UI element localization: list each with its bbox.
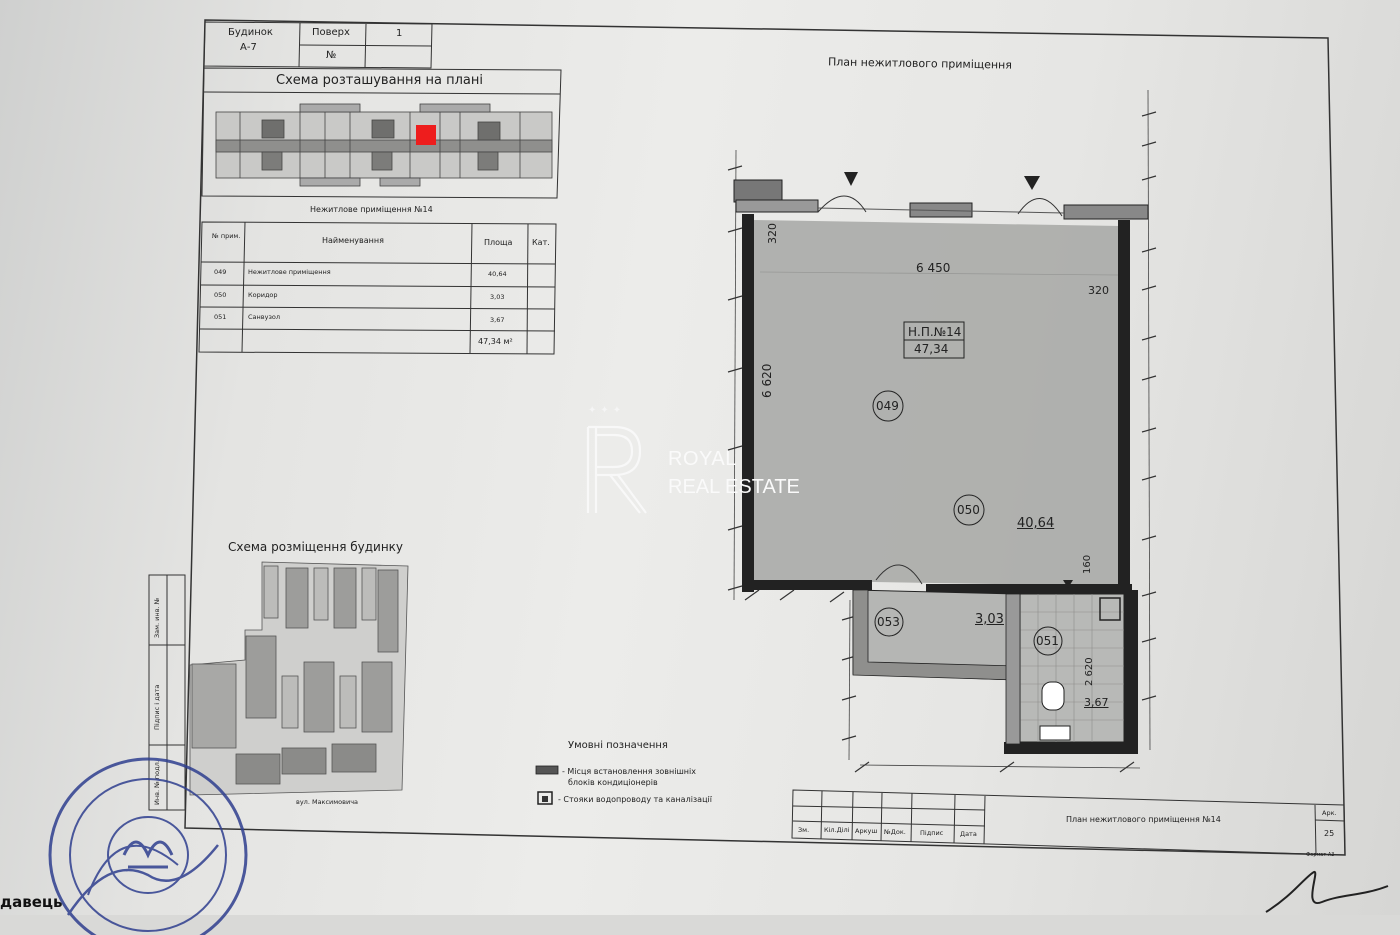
legend-item-1b: блоків кондиціонерів	[568, 778, 658, 787]
entry-marker-2	[1024, 176, 1040, 190]
legend-item-2: - Стояки водопроводу та каналізації	[558, 795, 712, 804]
dim-320-right: 320	[1088, 284, 1109, 297]
building-scheme-title: Схема розміщення будинку	[228, 540, 404, 554]
room-053-label: 053	[877, 615, 900, 629]
watermark-sub: REAL ESTATE	[668, 476, 800, 498]
room-label-circle-049	[872, 390, 904, 422]
royal-real-estate-watermark: ✦✦✦ ROYAL REAL ESTATE	[580, 405, 840, 515]
title-block-col: Підпис	[920, 829, 944, 837]
building-label: Будинок	[228, 27, 273, 38]
table-row-area: 3,67	[490, 316, 505, 324]
table-row-area: 40,64	[488, 270, 507, 278]
room-label-circle-053	[874, 607, 904, 637]
room-label-circle-050	[953, 494, 985, 526]
room-label-circle-051	[1033, 626, 1063, 656]
dim-2620: 2 620	[1084, 657, 1095, 686]
table-row-area: 3,03	[490, 293, 505, 301]
table-header-name: Найменування	[322, 236, 384, 245]
title-block-col: Кіл.Ділі	[824, 826, 850, 834]
room-051-label: 051	[1036, 634, 1059, 648]
title-block-col: Дата	[960, 830, 977, 838]
sink	[1039, 725, 1071, 741]
table-row-name: Нежитлове приміщення	[248, 268, 331, 276]
table-header-cat: Кат.	[532, 238, 550, 247]
dim-160: 160	[1082, 554, 1093, 574]
dim-height: 6 620	[760, 363, 774, 398]
table-row-name: Санвузол	[248, 313, 281, 321]
bath-tiles	[1020, 594, 1124, 742]
entry-marker-1	[844, 172, 858, 186]
floor-plan-drawing	[148, 19, 1346, 856]
room-051-area	[1019, 593, 1125, 743]
bath-door-arc	[875, 564, 923, 585]
table-header-area: Площа	[484, 238, 513, 247]
legend-ac-swatch	[535, 765, 559, 775]
room-049-fill	[752, 220, 1120, 586]
title-block-col: Аркуш	[855, 827, 878, 835]
number-label: №	[326, 50, 337, 61]
street-label: вул. Максимовича	[296, 798, 359, 806]
area-corridor: 3,03	[975, 612, 1004, 627]
bath-partition	[1005, 593, 1021, 745]
legend-item-1a: - Місця встановлення зовнішніх	[562, 767, 696, 776]
location-marker	[416, 125, 436, 145]
mini-building-plan	[215, 103, 553, 187]
title-block-col: №Док.	[884, 828, 906, 836]
top-facade	[733, 179, 1149, 220]
table-total: 47,34 м²	[478, 337, 513, 346]
floor-value: 1	[396, 28, 403, 39]
title-block-name: План нежитлового приміщення №14	[1066, 815, 1221, 824]
table-header-no: № прим.	[212, 232, 241, 240]
legend-riser-swatch	[537, 791, 553, 805]
company-seal-stamp	[48, 757, 248, 935]
title-block-sheet-no: 25	[1324, 829, 1335, 838]
table-row-name: Коридор	[248, 291, 278, 299]
watermark-stars: ✦✦✦	[588, 405, 626, 416]
dim-320-top: 320	[766, 223, 779, 244]
toilet	[1041, 681, 1065, 711]
title-block-lines	[791, 789, 1346, 856]
header-table-lines	[203, 21, 433, 69]
side-stamp-strip	[148, 574, 186, 811]
signature	[1265, 870, 1389, 913]
room-049-label: 049	[876, 399, 899, 413]
dim-width: 6 450	[916, 261, 951, 275]
area-bath: 3,67	[1084, 696, 1109, 709]
floor-label: Поверх	[312, 27, 350, 38]
door-arcs	[817, 195, 1063, 217]
room-table-lines	[198, 221, 557, 355]
watermark-name: ROYAL	[668, 448, 737, 470]
location-scheme-box	[201, 67, 562, 199]
table-row-no: 051	[214, 313, 227, 321]
legend-title: Умовні позначення	[568, 740, 668, 751]
premises-title: Нежитлове приміщення №14	[310, 205, 433, 214]
seller-label: давець	[0, 893, 63, 911]
area-main: 40,64	[1017, 516, 1055, 531]
walls	[742, 214, 1138, 754]
riser	[1099, 597, 1121, 621]
side-stamp-label: Зам. инв. №	[153, 597, 161, 638]
table-row-no: 050	[214, 291, 227, 299]
table-row-no: 049	[214, 268, 227, 276]
unit-area: 47,34	[914, 342, 949, 356]
building-site-scheme	[189, 561, 409, 796]
location-scheme-title: Схема розташування на плані	[276, 73, 483, 88]
royal-logo-icon	[586, 425, 647, 514]
building-value: А-7	[240, 42, 257, 53]
unit-label: Н.П.№14	[908, 325, 962, 339]
title-block-col: Зм.	[798, 826, 810, 834]
title-block-format: Формат А3	[1306, 852, 1335, 858]
room-050-label: 050	[957, 503, 980, 517]
tick-marks	[727, 111, 1157, 773]
side-stamp-label: Підпис і дата	[153, 684, 161, 730]
title-block-sheet-label: Арк.	[1322, 809, 1337, 817]
